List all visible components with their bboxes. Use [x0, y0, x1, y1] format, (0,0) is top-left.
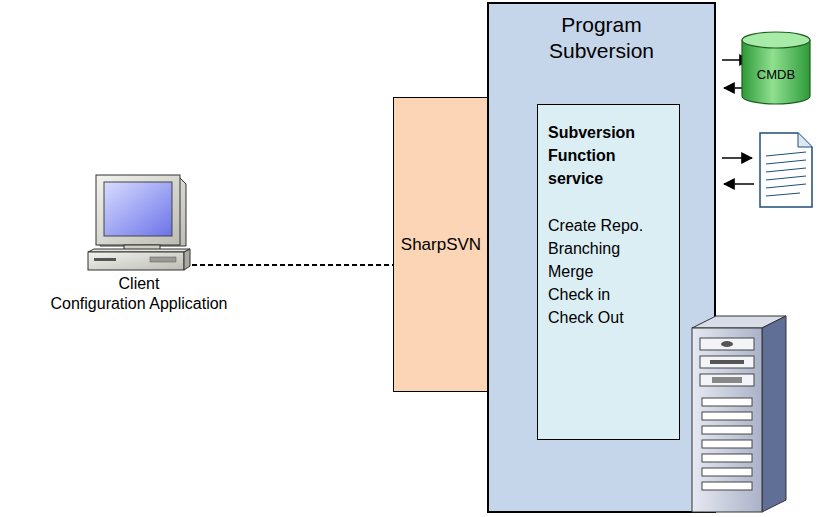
document-arrows: [722, 158, 754, 184]
function-item: Check Out: [548, 306, 671, 329]
function-item: Check in: [548, 283, 671, 306]
function-item: Branching: [548, 237, 671, 260]
function-item: Create Repo.: [548, 214, 671, 237]
program-box: Program SubversionSubversion Function se…: [487, 2, 716, 513]
document-icon: [760, 133, 812, 207]
caption-group: ClientConfiguration Application: [50, 274, 227, 314]
server-tower: [692, 316, 786, 512]
library-label: SharpSVN: [401, 235, 481, 255]
service-title: Subversion Function service: [548, 121, 671, 190]
device-label: Client: [50, 274, 227, 294]
dashed-connection: [192, 264, 393, 266]
device-caption: Configuration Application: [50, 294, 227, 314]
program-title: Program Subversion: [489, 4, 714, 64]
database-cylinder: CMDB: [740, 30, 812, 106]
library-box: SharpSVN: [393, 97, 489, 392]
database-label: CMDB: [757, 67, 795, 82]
function-item: Merge: [548, 260, 671, 283]
computer-illustration: [88, 175, 190, 270]
client-computer: ClientConfiguration Application: [86, 173, 192, 271]
service-box: Subversion Function serviceCreate Repo.B…: [537, 104, 680, 440]
